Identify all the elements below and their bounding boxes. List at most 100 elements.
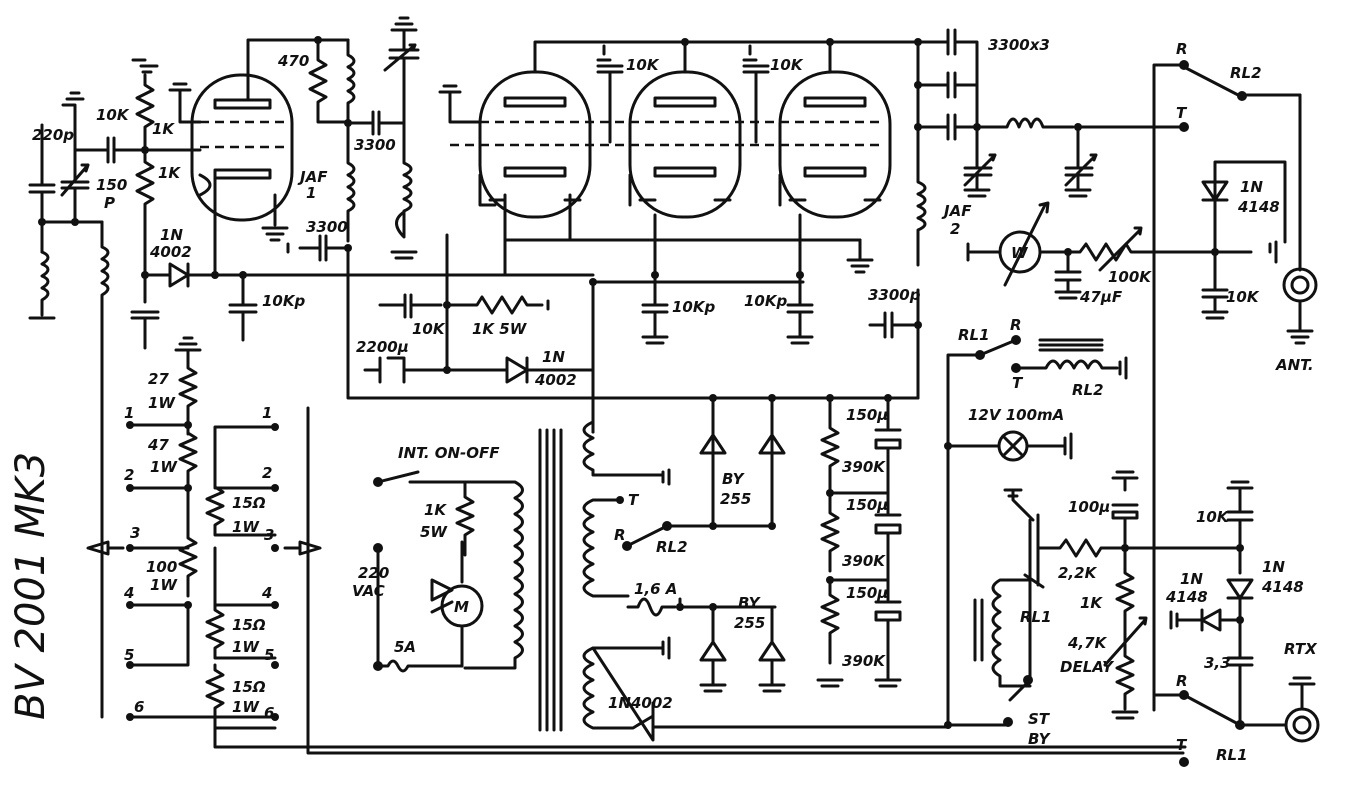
label-1k5w-b2: 5W	[420, 523, 448, 541]
label-int: INT. ON-OFF	[398, 444, 500, 462]
tube-1	[190, 73, 294, 222]
label-3300x3: 3300x3	[988, 36, 1050, 54]
final-tubes	[438, 38, 922, 345]
label-1n4148-c2: 4148	[1261, 578, 1304, 596]
label-w15a: 1W	[232, 518, 260, 536]
label-rtx: RTX	[1284, 640, 1318, 658]
label-w15b: 1W	[232, 638, 260, 656]
mains-labels: INT. ON-OFF 1K 5W 220 VAC M 5A	[352, 444, 500, 656]
label-motor: M	[454, 598, 469, 616]
meter-labels: W 100K 47μF 1N 4148 10K ANT. RL2 R T	[1011, 40, 1314, 374]
label-10k-b: 10K	[412, 320, 446, 338]
label-3300-b: 3300	[306, 218, 348, 236]
label-fuse-16a: 1,6 A	[634, 580, 677, 598]
label-1k-a: 1K	[152, 120, 175, 138]
label-1n4002-a2: 4002	[149, 243, 192, 261]
label-jaf1: JAF	[297, 168, 328, 186]
label-150-p: P	[104, 194, 115, 212]
label-10k-t1: 10K	[626, 56, 660, 74]
label-t-top: T	[1176, 104, 1188, 122]
sw-right-6: 6	[264, 704, 274, 722]
label-1n4002-b1: 1N	[542, 348, 565, 366]
label-by255-b1: BY	[738, 594, 762, 612]
screen-supply	[363, 233, 595, 434]
sw-right-1: 1	[262, 404, 272, 422]
label-1n4148-c1: 1N	[1262, 558, 1285, 576]
label-1k-5w: 1K 5W	[472, 320, 528, 338]
label-220p: 220p	[32, 126, 74, 144]
sw-right-4: 4	[261, 584, 272, 602]
sw-left-5: 5	[124, 646, 134, 664]
label-rl2-coil: RL2	[1072, 381, 1104, 399]
label-w100: 1W	[150, 576, 178, 594]
hv-labels: T R RL2 1,6 A BY 255 BY 255 1N4002 150μ …	[608, 406, 888, 712]
label-rl1-mid: RL1	[958, 326, 990, 344]
label-lamp: 12V 100mA	[968, 406, 1064, 424]
diagram-title: BV 2001 MK3	[8, 452, 54, 720]
label-meter: W	[1011, 244, 1029, 262]
label-1n4148-a2: 4148	[1237, 198, 1280, 216]
output-tank	[868, 28, 1185, 400]
sw-right-2: 2	[262, 464, 272, 482]
label-w15c: 1W	[232, 698, 260, 716]
label-1n4002-b2: 4002	[534, 371, 577, 389]
label-1n4148-a1: 1N	[1240, 178, 1263, 196]
label-150u-b: 150μ	[846, 496, 888, 514]
label-100k: 100K	[1108, 268, 1152, 286]
label-r-sec: R	[614, 526, 626, 544]
label-1k-d: 1K	[1080, 594, 1103, 612]
relay-labels: RL1 R T RL2 12V 100mA	[958, 316, 1104, 424]
attenuator-labels: 27 1W 47 1W 100 1W 15Ω 1W 15Ω 1W 15Ω 1W …	[123, 370, 274, 722]
label-by255-a1: BY	[722, 470, 746, 488]
label-10kp-a: 10Kp	[262, 292, 305, 310]
driver-labels: 470 3300 JAF 1 3300	[277, 52, 396, 236]
label-r47: 47	[147, 436, 169, 454]
label-3300p: 3300p	[868, 286, 921, 304]
label-10k-ant: 10K	[1226, 288, 1260, 306]
label-390k-b: 390K	[842, 552, 886, 570]
label-10k-in: 10K	[96, 106, 130, 124]
label-delay: DELAY	[1060, 658, 1115, 676]
input-section	[28, 58, 595, 719]
attenuator	[86, 336, 1187, 755]
label-jaf1-n: 1	[306, 184, 316, 202]
label-470: 470	[277, 52, 309, 70]
label-t-sec: T	[628, 491, 640, 509]
label-rl1-bot: RL1	[1216, 746, 1248, 764]
label-r100: 100	[146, 558, 177, 576]
label-1n4002-c: 1N4002	[608, 694, 673, 712]
label-by255-a2: 255	[720, 490, 751, 508]
label-rl2-sec: RL2	[656, 538, 688, 556]
label-rl2-top: RL2	[1230, 64, 1262, 82]
label-1n4148-b1: 1N	[1180, 570, 1203, 588]
label-jaf2-n: 2	[950, 220, 960, 238]
label-150: 150	[96, 176, 127, 194]
meter-antenna	[966, 60, 1318, 712]
sw-left-4: 4	[123, 584, 134, 602]
mains-transformer	[373, 428, 563, 732]
screen-labels: 10K 1K 5W 2200μ 1N 4002	[356, 320, 577, 389]
rtx-connector	[1284, 707, 1320, 743]
label-r15b: 15Ω	[232, 616, 266, 634]
label-10kp-c: 10Kp	[744, 292, 787, 310]
label-150u-a: 150μ	[846, 406, 888, 424]
label-r-mid: R	[1010, 316, 1022, 334]
relay-lamp	[944, 335, 1128, 727]
label-2200: 2200μ	[356, 338, 409, 356]
final-labels: 10K 10K 10Kp 10Kp	[626, 56, 804, 316]
label-4k7: 4,7K	[1067, 634, 1108, 652]
label-t-mid: T	[1012, 374, 1024, 392]
label-2k2: 2,2K	[1058, 564, 1098, 582]
label-w47: 1W	[150, 458, 178, 476]
label-10kp-b: 10Kp	[672, 298, 715, 316]
label-r15c: 15Ω	[232, 678, 266, 696]
label-jaf2: JAF	[941, 202, 972, 220]
label-3300-a: 3300	[354, 136, 396, 154]
sw-left-6: 6	[134, 698, 144, 716]
label-150u-c: 150μ	[846, 584, 888, 602]
label-1n4002-a1: 1N	[160, 226, 183, 244]
label-r-bot: R	[1176, 672, 1188, 690]
label-ant: ANT.	[1275, 356, 1314, 374]
timer-rtx	[944, 470, 1320, 767]
